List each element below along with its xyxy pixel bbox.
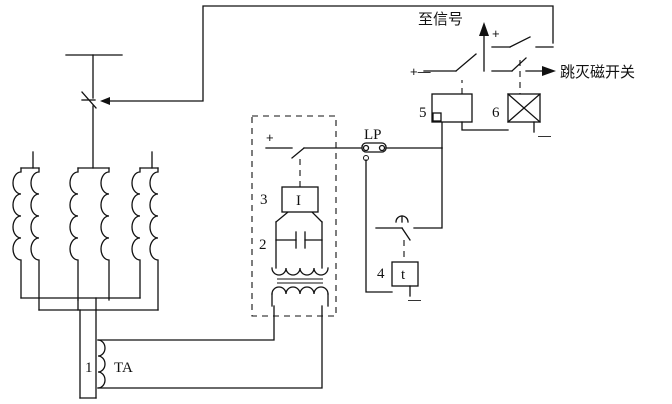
trip-contacts	[491, 36, 556, 94]
current-relay-3	[275, 158, 323, 223]
label-num-5: 5	[419, 105, 427, 121]
intermediate-relay-5	[431, 80, 509, 149]
sign-minus-relay-6: —	[538, 128, 551, 143]
main-breaker-switch	[81, 91, 97, 169]
sign-minus-relay-4: —	[408, 292, 421, 307]
label-ta: TA	[114, 360, 133, 376]
label-num-4: 4	[377, 266, 385, 282]
signal-contact	[423, 22, 489, 72]
sign-plus-top: +	[492, 26, 500, 41]
label-lp: LP	[364, 127, 382, 143]
label-num-3: 3	[260, 192, 268, 208]
intermediate-transformer	[271, 267, 329, 307]
relay-4-symbol: t	[401, 267, 406, 283]
generator-bus	[65, 54, 123, 99]
capacitor-2	[275, 221, 323, 269]
trip-relay-6	[507, 93, 541, 133]
current-transformer-ta	[79, 297, 323, 399]
label-to-signal: 至信号	[418, 10, 463, 28]
sign-plus-panel: +	[266, 130, 274, 145]
relay-3-contact	[265, 147, 363, 159]
time-relay-circuit	[363, 147, 443, 297]
label-num-6: 6	[492, 105, 500, 121]
pressing-plate-lp	[361, 142, 443, 153]
label-num-1: 1	[85, 360, 93, 376]
label-trip-field-breaker: 跳灭磁开关	[560, 63, 635, 81]
generator-windings	[12, 151, 159, 311]
protection-panel-border	[251, 115, 337, 317]
relay-3-symbol: I	[296, 193, 301, 209]
sign-plus-dash: +—	[410, 64, 431, 79]
breaker-trip-wire	[100, 5, 554, 105]
label-num-2: 2	[259, 237, 267, 253]
